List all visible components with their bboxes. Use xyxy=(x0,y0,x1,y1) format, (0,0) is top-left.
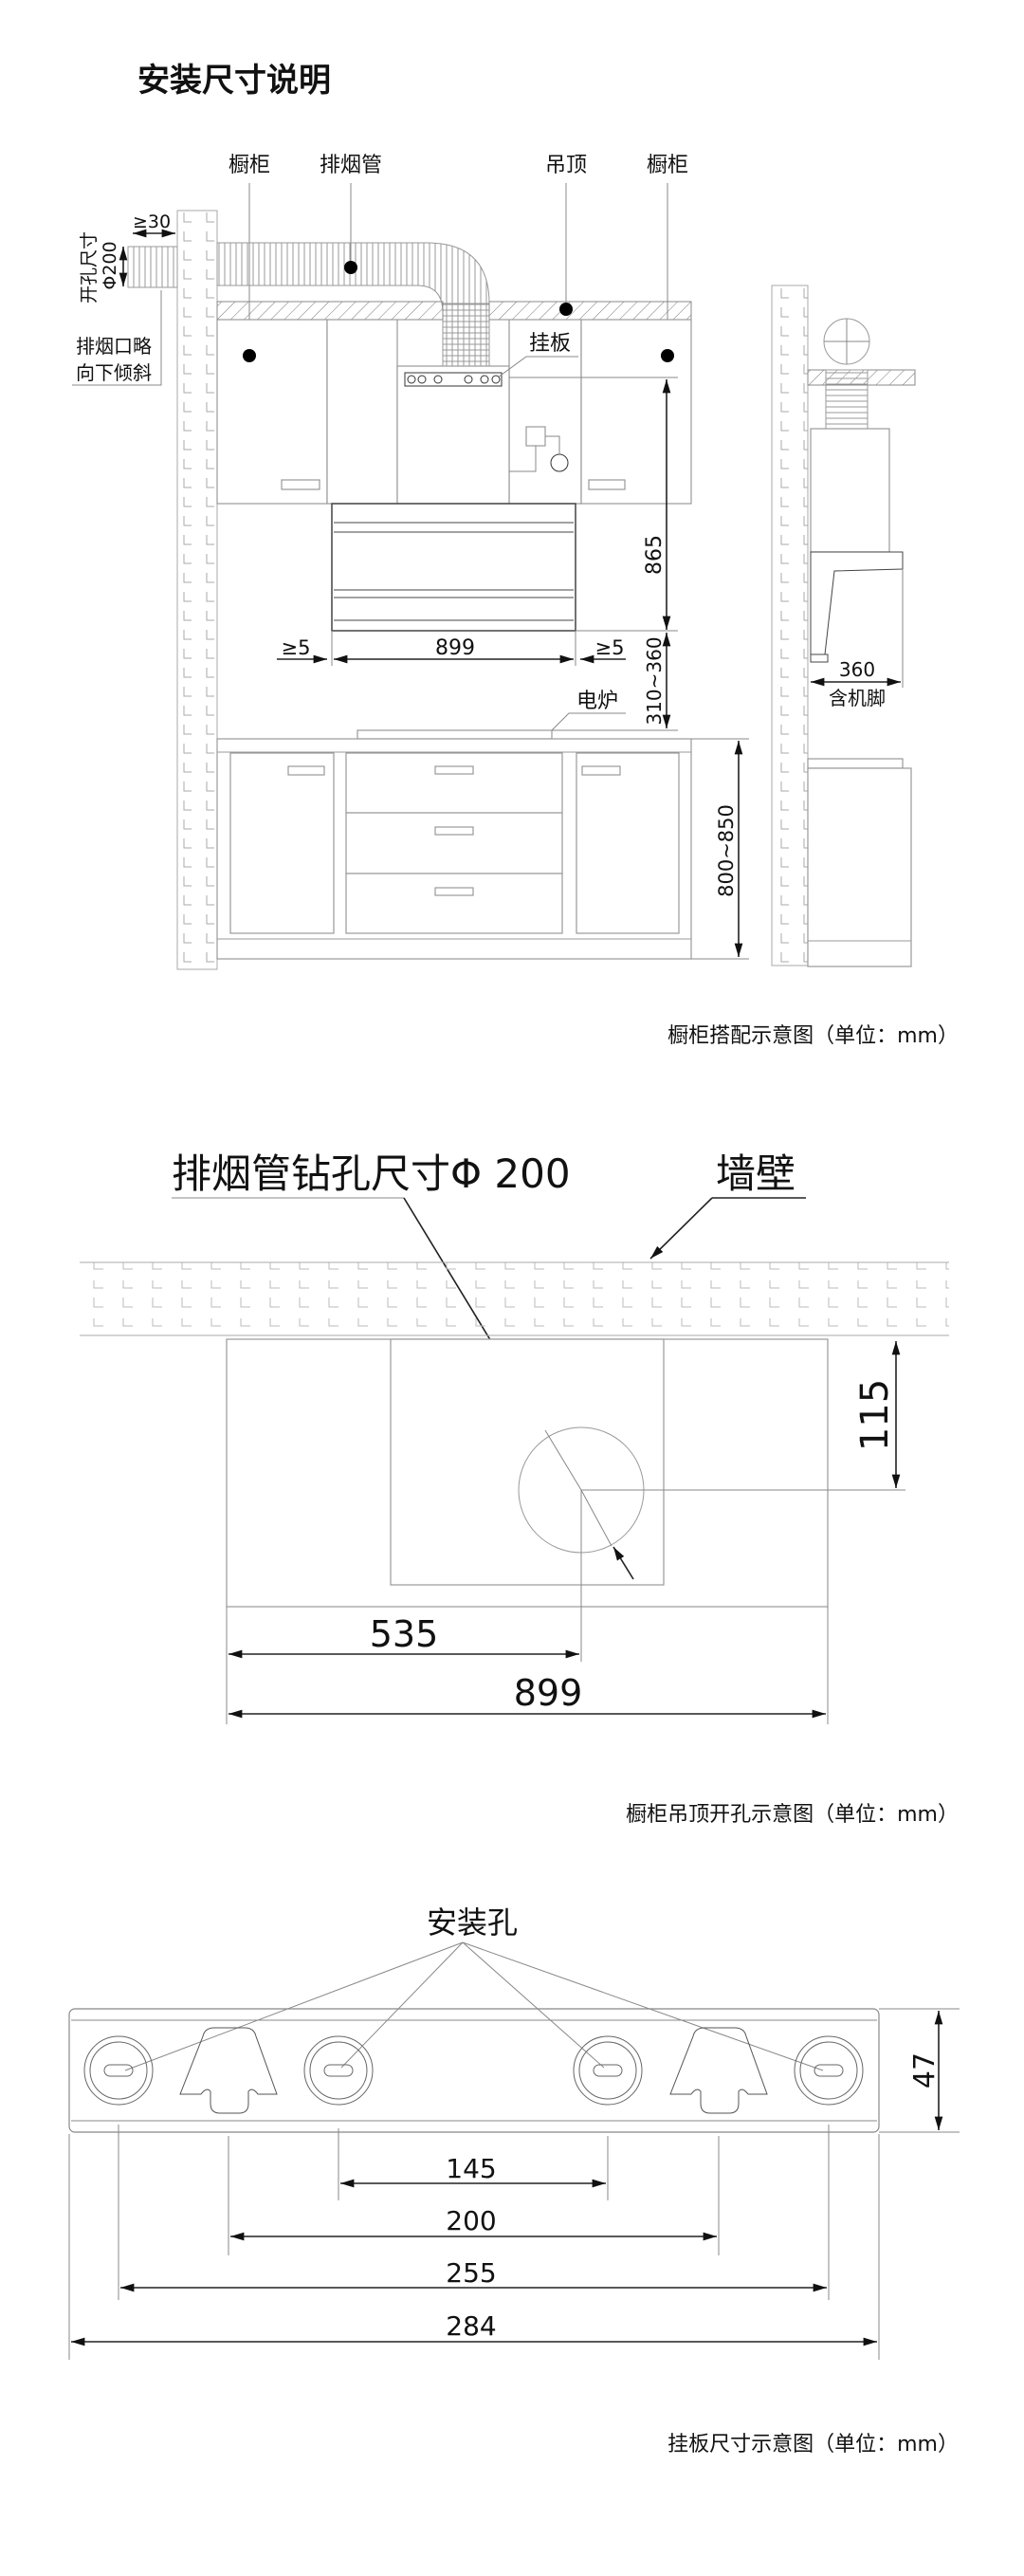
dim-gap-right: ≥5 xyxy=(595,636,625,659)
label-cabinet-right: 橱柜 xyxy=(647,154,688,177)
drawer-handle xyxy=(434,826,474,836)
cabinet-handle xyxy=(281,479,320,490)
side-view-hood-back xyxy=(810,428,890,553)
dim-255: 255 xyxy=(446,2257,496,2289)
plate-diagram: 安装孔 145 200 255 28 xyxy=(68,1904,960,2456)
dim-offset-535: 535 xyxy=(370,1613,439,1655)
dim-899: 899 xyxy=(435,636,475,660)
stove-leader xyxy=(551,712,626,731)
caption-cabinet-diagram: 橱柜搭配示意图（单位：mm） xyxy=(667,1024,959,1048)
left-wall xyxy=(176,210,218,970)
radius-line xyxy=(580,1489,613,1547)
ceiling-right xyxy=(488,301,692,321)
dim-284: 284 xyxy=(446,2310,496,2342)
upper-cabinet-left xyxy=(216,319,328,505)
hood-foot xyxy=(810,653,829,663)
label-exhaust-pipe: 排烟管 xyxy=(320,154,382,177)
note-leader xyxy=(72,290,162,386)
side-view-hood-front xyxy=(810,551,904,655)
radius-line xyxy=(544,1429,582,1491)
marker-dot xyxy=(344,261,357,274)
plate-leader xyxy=(497,356,578,378)
label-pipe-hole: 排烟管钻孔尺寸Φ 200 xyxy=(172,1150,571,1197)
label-mount-holes: 安装孔 xyxy=(427,1904,518,1941)
label-wall: 墙壁 xyxy=(716,1150,795,1197)
base-door-right xyxy=(576,752,680,934)
range-hood-body xyxy=(331,503,576,632)
side-view-wall xyxy=(771,285,809,966)
exhaust-outlet xyxy=(127,246,178,288)
hood-chimney xyxy=(396,365,510,505)
upper-cabinet-right-2 xyxy=(508,319,582,505)
dim-height-47: 47 xyxy=(908,2052,942,2088)
drawer xyxy=(345,812,563,874)
caption-plate-diagram: 挂板尺寸示意图（单位：mm） xyxy=(667,2433,959,2456)
label-hole-size: 开孔尺寸 xyxy=(79,231,100,304)
hood-area-outline xyxy=(390,1338,665,1586)
marker-dot xyxy=(661,349,674,362)
wall-band xyxy=(80,1262,949,1335)
ground-icon xyxy=(550,453,569,472)
wall-leader xyxy=(649,1197,713,1260)
side-view-base-cabinet xyxy=(807,767,912,967)
label-outlet-note-1: 排烟口略 xyxy=(76,335,152,358)
dim-200: 200 xyxy=(446,2205,496,2236)
dim-stove-gap: 310~360 xyxy=(643,636,666,725)
dim-wall-gap: ≥30 xyxy=(133,212,171,232)
plate-holes xyxy=(407,375,501,384)
cabinet-diagram: 橱柜 排烟管 吊顶 橱柜 ≥30 开孔尺寸 Φ200 排烟口略 向下倾斜 xyxy=(72,154,959,1048)
label-electric-stove: 电炉 xyxy=(576,690,618,713)
marker-dot xyxy=(243,349,256,362)
mounting-plate-outline xyxy=(68,2008,880,2133)
dim-gap-left: ≥5 xyxy=(282,636,311,659)
drawer xyxy=(345,873,563,934)
drawer xyxy=(345,752,563,814)
caption-drilling-diagram: 橱柜吊顶开孔示意图（单位：mm） xyxy=(626,1803,959,1827)
label-with-feet: 含机脚 xyxy=(829,687,886,709)
upper-cabinet-right xyxy=(580,319,692,505)
dim-width-899: 899 xyxy=(514,1672,583,1714)
label-outlet-note-2: 向下倾斜 xyxy=(76,361,152,384)
side-view-stove xyxy=(807,758,904,769)
wire xyxy=(545,435,560,454)
ceiling-left xyxy=(216,301,444,321)
page-title: 安装尺寸说明 xyxy=(137,62,331,100)
label-mounting-plate: 挂板 xyxy=(529,332,571,356)
dim-depth-360: 360 xyxy=(839,658,875,681)
marker-dot xyxy=(559,303,573,316)
upper-cabinet-left-2 xyxy=(326,319,398,505)
cabinet-handle xyxy=(588,479,626,490)
drilling-diagram: 排烟管钻孔尺寸Φ 200 墙壁 115 535 899 橱柜吊顶开孔示意图（单位… xyxy=(80,1150,959,1827)
dim-145: 145 xyxy=(446,2153,496,2184)
wire xyxy=(509,446,537,472)
drawer-handle xyxy=(434,765,474,775)
label-hole-diameter: Φ200 xyxy=(100,241,120,289)
ext-lines xyxy=(68,2008,960,2360)
drawer-handle xyxy=(434,887,474,896)
dim-depth-115: 115 xyxy=(853,1379,897,1451)
cabinet-handle xyxy=(581,765,621,776)
dim-865: 865 xyxy=(643,535,667,575)
dim-counter-height: 800~850 xyxy=(715,804,738,897)
electric-stove xyxy=(357,729,553,740)
cabinet-handle xyxy=(287,765,325,776)
radius-arrow xyxy=(613,1546,634,1580)
socket-icon xyxy=(525,426,546,447)
base-door-left xyxy=(229,752,335,934)
mounting-plate xyxy=(404,372,503,387)
hook xyxy=(179,2027,768,2114)
mount-holes xyxy=(83,2035,864,2106)
mount-hole-leaders xyxy=(124,1941,824,2071)
exhaust-pipe-vertical xyxy=(442,303,490,367)
label-ceiling: 吊顶 xyxy=(545,154,587,177)
label-cabinet-left: 橱柜 xyxy=(229,154,270,177)
side-view-duct xyxy=(825,369,869,430)
